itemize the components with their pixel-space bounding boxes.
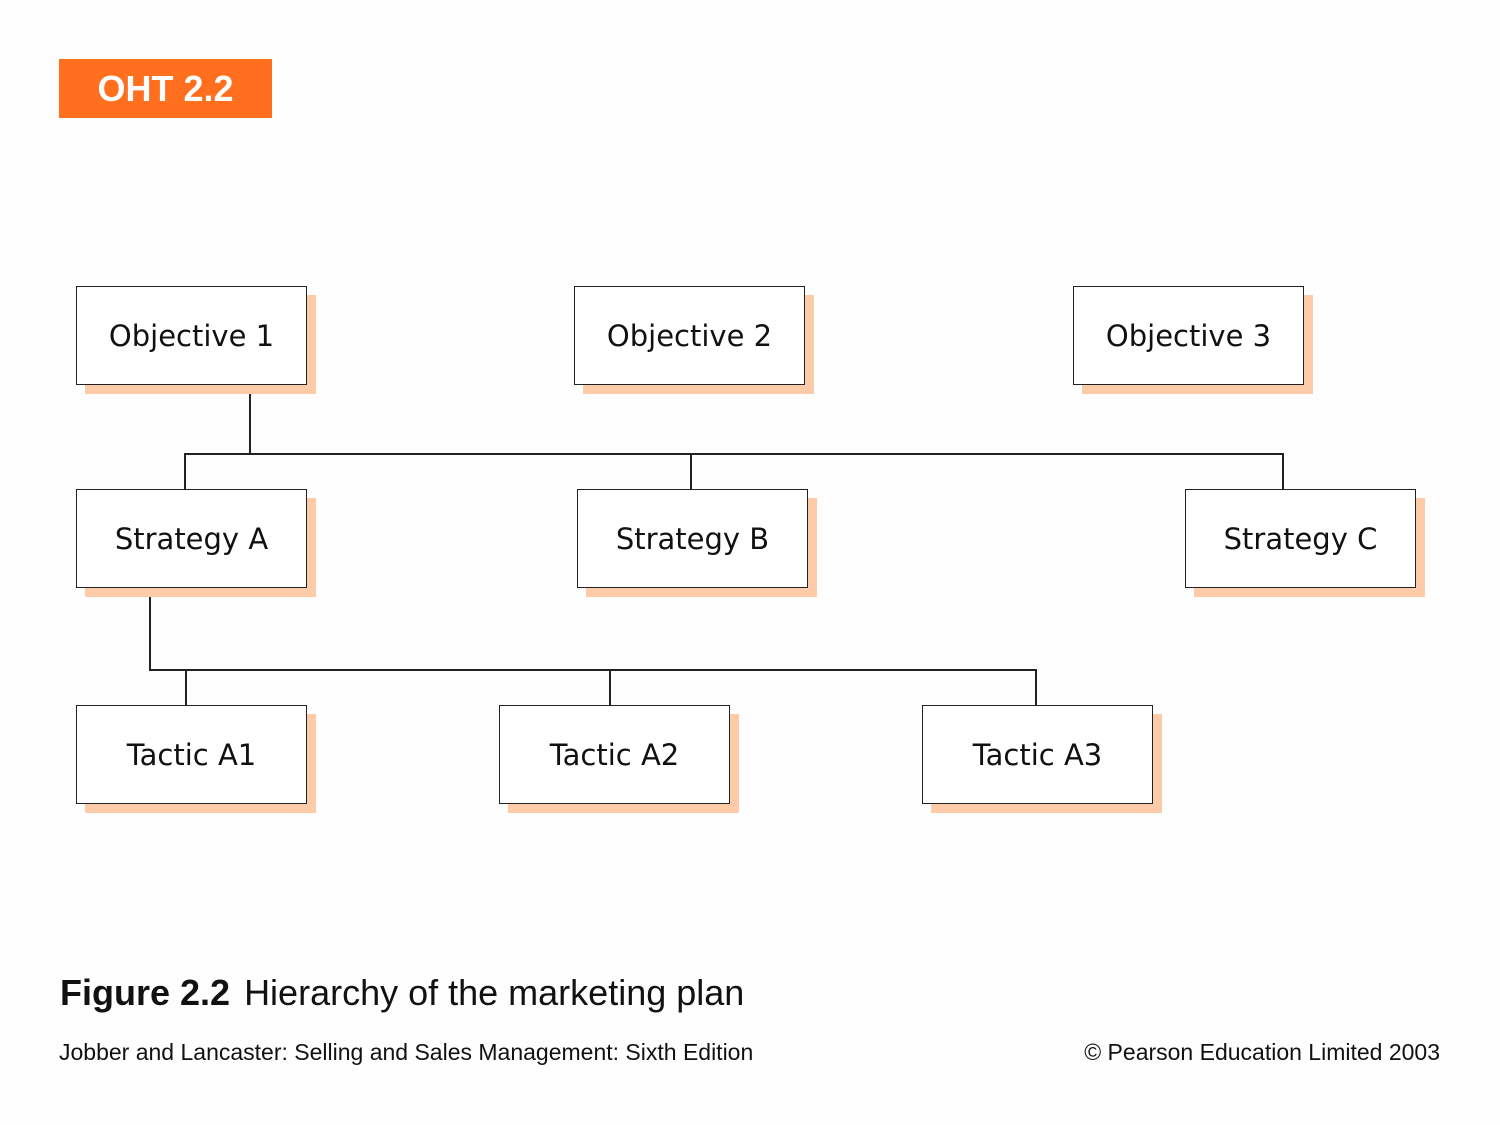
figure-caption: Figure 2.2 Hierarchy of the marketing pla… (60, 972, 744, 1014)
tactic-a1-box: Tactic A1 (76, 705, 307, 804)
connector (609, 669, 611, 705)
connector (690, 453, 692, 489)
tactic-a3-box: Tactic A3 (922, 705, 1153, 804)
connector (184, 453, 186, 489)
figure-number: Figure 2.2 (60, 972, 231, 1013)
strategy-c-box: Strategy C (1185, 489, 1416, 588)
strategy-a-box: Strategy A (76, 489, 307, 588)
connector (149, 669, 1037, 671)
connector (185, 669, 187, 705)
connector (1282, 453, 1284, 489)
objective-3-box: Objective 3 (1073, 286, 1304, 385)
objective-2-box: Objective 2 (574, 286, 805, 385)
strategy-b-box: Strategy B (577, 489, 808, 588)
connector (249, 386, 251, 454)
connector (184, 453, 1284, 455)
footer-copyright: © Pearson Education Limited 2003 (1084, 1039, 1440, 1065)
objective-1-box: Objective 1 (76, 286, 307, 385)
oht-badge: OHT 2.2 (59, 59, 272, 118)
connector (149, 596, 151, 670)
connector (1035, 669, 1037, 705)
tactic-a2-box: Tactic A2 (499, 705, 730, 804)
footer-source: Jobber and Lancaster: Selling and Sales … (59, 1039, 754, 1065)
figure-title: Hierarchy of the marketing plan (244, 972, 745, 1013)
